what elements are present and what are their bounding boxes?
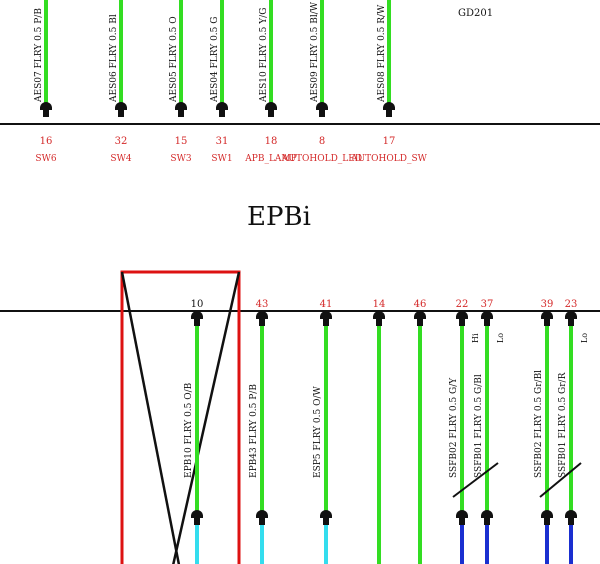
bottom-lower-terminal-22-cap <box>456 510 468 518</box>
top-terminal-17-stem <box>386 110 392 117</box>
top-terminal-32-stem <box>118 110 124 117</box>
bottom-terminal-14-stem <box>376 319 382 326</box>
top-terminal-8-stem <box>319 110 325 117</box>
top-terminal-16-stem <box>43 110 49 117</box>
bottom-terminal-23-stem <box>568 319 574 326</box>
top-pin-number-18: 18 <box>265 136 278 147</box>
bottom-terminal-23-cap <box>565 311 577 319</box>
top-pin-label-15: SW3 <box>170 154 191 164</box>
bottom-lower-terminal-23-stem <box>568 518 574 525</box>
top-pin-label-31: SW1 <box>211 154 232 164</box>
top-terminal-18-stem <box>268 110 274 117</box>
callout-line-right <box>172 271 241 564</box>
bottom-lower-terminal-39-cap <box>541 510 553 518</box>
bottom-pin-number-39: 39 <box>541 299 554 310</box>
bottom-wire-label-43: EPB43 FLRY 0.5 P/B <box>249 384 259 478</box>
top-pin-number-15: 15 <box>175 136 188 147</box>
twist-mark-2 <box>539 462 582 498</box>
bottom-terminal-43-stem <box>259 319 265 326</box>
bottom-terminal-14-cap <box>373 311 385 319</box>
bottom-pin-number-41: 41 <box>320 299 333 310</box>
bottom-pin-number-10: 10 <box>191 299 204 310</box>
bottom-wire-label-37: SSFB01 FLRY 0.5 G/Bl <box>474 374 484 478</box>
callout-line-left <box>120 271 181 564</box>
bottom-terminal-10-cap <box>191 311 203 319</box>
top-terminal-8-cap <box>316 102 328 110</box>
top-pin-label-16: SW6 <box>35 154 56 164</box>
top-pin-number-17: 17 <box>383 136 396 147</box>
bottom-side-label-37: Lo <box>496 333 505 343</box>
bottom-pin-number-37: 37 <box>481 299 494 310</box>
top-pin-number-16: 16 <box>40 136 53 147</box>
bottom-lower-terminal-37-stem <box>484 518 490 525</box>
bottom-pin-number-14: 14 <box>373 299 386 310</box>
bottom-wire-label-41: ESP5 FLRY 0.5 O/W <box>313 386 323 478</box>
top-wire-label-15: AES05 FLRY 0.5 O <box>169 16 179 103</box>
bottom-terminal-37-cap <box>481 311 493 319</box>
bottom-lower-terminal-10-stem <box>194 518 200 525</box>
bottom-pin-number-46: 46 <box>414 299 427 310</box>
bottom-pin-number-43: 43 <box>256 299 269 310</box>
top-wire-label-8: AES09 FLRY 0.5 Bl/W <box>310 1 320 103</box>
highlight-box <box>120 270 241 564</box>
top-wire-label-18: AES10 FLRY 0.5 Y/G <box>259 8 269 103</box>
bottom-lower-terminal-23-cap <box>565 510 577 518</box>
bottom-lower-terminal-41-cap <box>320 510 332 518</box>
top-pin-number-31: 31 <box>216 136 229 147</box>
bottom-terminal-22-stem <box>459 319 465 326</box>
bottom-lower-terminal-43-stem <box>259 518 265 525</box>
top-terminal-31-stem <box>219 110 225 117</box>
twist-mark-1 <box>452 462 499 498</box>
top-wire-label-16: AES07 FLRY 0.5 P/B <box>34 8 44 103</box>
bottom-terminal-41-cap <box>320 311 332 319</box>
bottom-side-label-23: Lo <box>580 333 589 343</box>
bottom-terminal-39-stem <box>544 319 550 326</box>
bottom-terminal-46-cap <box>414 311 426 319</box>
bottom-pin-number-23: 23 <box>565 299 578 310</box>
bottom-wire-label-39: SSFB02 FLRY 0.5 Gr/Bl <box>534 370 544 478</box>
bottom-lower-terminal-22-stem <box>459 518 465 525</box>
top-terminal-32-cap <box>115 102 127 110</box>
bottom-wire-label-10: EPB10 FLRY 0.5 O/B <box>184 382 194 478</box>
bottom-side-label-22: Hi <box>471 333 480 343</box>
bottom-terminal-37-stem <box>484 319 490 326</box>
bottom-terminal-10-stem <box>194 319 200 326</box>
bottom-lower-terminal-41-stem <box>323 518 329 525</box>
top-wire-label-17: AES08 FLRY 0.5 R/W <box>377 4 387 103</box>
bottom-lower-terminal-39-stem <box>544 518 550 525</box>
top-terminal-15-stem <box>178 110 184 117</box>
top-wire-label-32: AES06 FLRY 0.5 Bl <box>109 14 119 103</box>
bottom-pin-number-22: 22 <box>456 299 469 310</box>
top-wire-label-31: AES04 FLRY 0.5 G <box>210 17 220 103</box>
bottom-wire-label-23: SSFB01 FLRY 0.5 Gr/R <box>558 372 568 478</box>
top-pin-label-18: APB_LAMP <box>244 154 296 164</box>
top-pin-number-8: 8 <box>319 136 325 147</box>
bottom-lower-terminal-43-cap <box>256 510 268 518</box>
top-pin-label-32: SW4 <box>110 154 131 164</box>
top-terminal-18-cap <box>265 102 277 110</box>
top-pin-label-8: AUTOHOLD_LED <box>281 154 362 164</box>
top-pin-label-17: AUTOHOLD_SW <box>350 154 428 164</box>
bottom-terminal-39-cap <box>541 311 553 319</box>
top-terminal-17-cap <box>383 102 395 110</box>
top-terminal-31-cap <box>216 102 228 110</box>
top-terminal-16-cap <box>40 102 52 110</box>
top-pin-number-32: 32 <box>115 136 128 147</box>
bottom-lower-terminal-10-cap <box>191 510 203 518</box>
bottom-wire-label-22: SSFB02 FLRY 0.5 G/Y <box>449 377 459 478</box>
bottom-terminal-46-stem <box>417 319 423 326</box>
top-terminal-15-cap <box>175 102 187 110</box>
ref-label: GD201 <box>458 8 493 19</box>
bottom-terminal-22-cap <box>456 311 468 319</box>
bottom-terminal-43-cap <box>256 311 268 319</box>
bottom-terminal-41-stem <box>323 319 329 326</box>
section-title: EPBi <box>247 202 311 232</box>
bottom-lower-terminal-37-cap <box>481 510 493 518</box>
